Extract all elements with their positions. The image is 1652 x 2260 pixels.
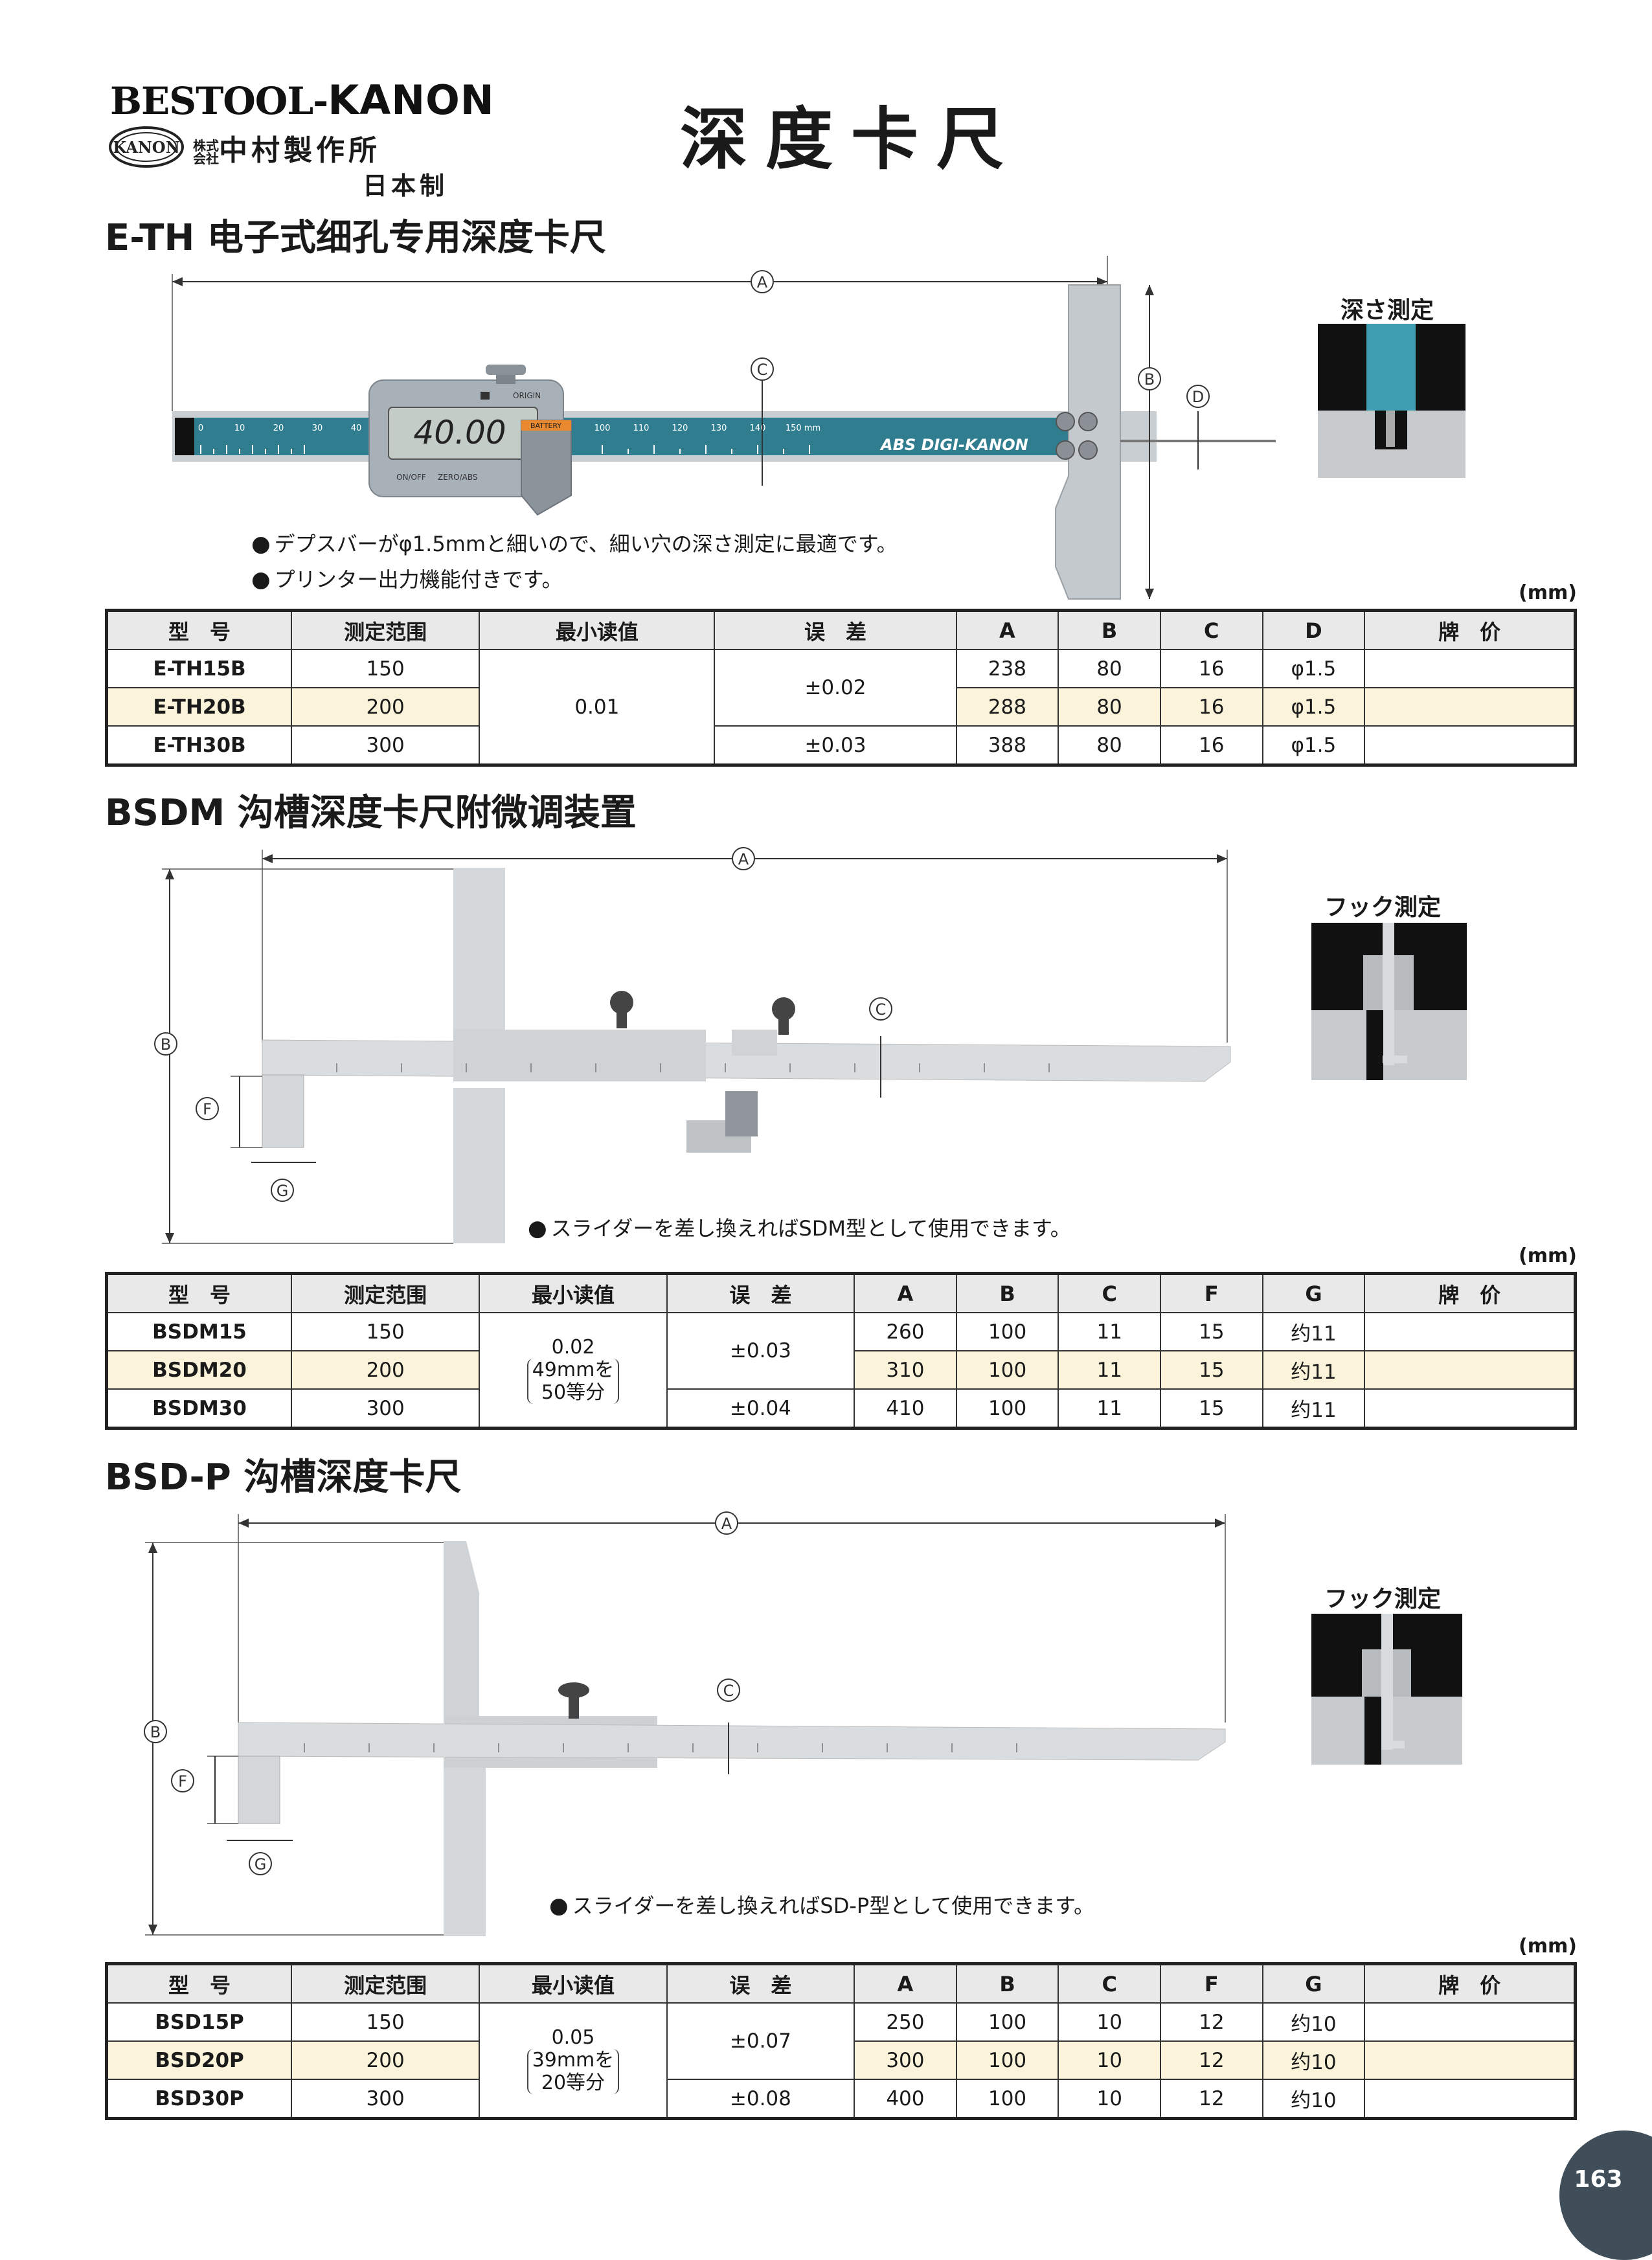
svg-text:A: A [738, 850, 749, 868]
svg-text:G: G [255, 1855, 267, 1873]
bsdm-error-1: ±0.03 [666, 1312, 855, 1390]
section-title-bsdp: BSD-P 沟槽深度卡尺 [105, 1456, 462, 1498]
eth-photo-label: 深さ測定 [1341, 297, 1434, 324]
dim-d-label: D [1192, 388, 1204, 406]
bsdm-caliper-drawing: A C B F G [154, 847, 1231, 1244]
svg-text:B: B [161, 1035, 171, 1054]
brand-kanon: KANON [328, 76, 495, 124]
kanon-emblem-icon: KANON [109, 126, 184, 168]
svg-text:B: B [150, 1723, 161, 1741]
page-number-badge [1559, 2130, 1652, 2260]
svg-text:A: A [721, 1515, 732, 1533]
eth-min-reading: 0.01 [479, 649, 716, 766]
bsdp-hook-photo [1311, 1614, 1462, 1765]
svg-text:C: C [723, 1682, 734, 1700]
bsdp-caliper-drawing: A C B F G [144, 1511, 1226, 1936]
bsdp-error-2: ±0.08 [666, 2079, 855, 2119]
gauge-display-value: 40.00 [413, 414, 506, 451]
dim-c-label: C [757, 361, 768, 379]
bsdp-error-1: ±0.07 [666, 2002, 855, 2080]
bsdp-note-1: ●スライダーを差し換えればSD-P型として使用できます。 [549, 1893, 1095, 1919]
svg-text:10: 10 [234, 424, 245, 433]
brand-bestool: BESTOOL- [110, 79, 328, 123]
emblem-text: KANON [113, 138, 179, 157]
svg-text:G: G [277, 1182, 289, 1200]
svg-text:110: 110 [633, 424, 650, 433]
svg-text:F: F [178, 1772, 187, 1791]
dim-b-label: B [1144, 370, 1155, 389]
company-name-text: 中村製作所 [219, 134, 381, 167]
bsdm-note-1: ●スライダーを差し換えればSDM型として使用できます。 [528, 1215, 1071, 1241]
eth-caliper-drawing: A 0 10 20 30 40 100 110 120 130 140 150 … [172, 256, 1276, 600]
svg-text:0: 0 [198, 424, 203, 433]
svg-text:150 mm: 150 mm [786, 424, 820, 433]
bsdp-unit: (mm) [1519, 1935, 1577, 1958]
brand-logo: BESTOOL-KANON [110, 76, 495, 124]
eth-note-1: ●デプスバーがφ1.5mmと細いので、細い穴の深さ測定に最適です。 [251, 531, 898, 557]
svg-text:ZERO/ABS: ZERO/ABS [438, 473, 477, 482]
page-number: 163 [1574, 2166, 1623, 2193]
section-title-eth: E-TH 电子式细孔专用深度卡尺 [105, 217, 606, 259]
svg-text:C: C [876, 1000, 887, 1019]
made-in-japan: 日本制 [363, 172, 449, 200]
svg-text:BATTERY: BATTERY [530, 422, 561, 430]
svg-text:ORIGIN: ORIGIN [513, 391, 541, 400]
svg-text:130: 130 [711, 424, 727, 433]
company-name: 株式 会社中村製作所 [193, 127, 381, 168]
page-title: 深度卡尺 [680, 100, 1023, 179]
bsdp-photo-label: フック測定 [1324, 1586, 1442, 1612]
bsdm-photo-label: フック測定 [1324, 894, 1442, 921]
eth-note-2: ●プリンター出力機能付きです。 [251, 567, 563, 593]
svg-text:ON/OFF: ON/OFF [396, 473, 426, 482]
bsdm-hook-photo [1311, 923, 1467, 1080]
dim-a-label: A [757, 273, 768, 291]
section-title-bsdm: BSDM 沟槽深度卡尺附微调装置 [105, 792, 637, 834]
eth-depth-photo [1318, 324, 1465, 478]
eth-error-1: ±0.02 [714, 649, 957, 727]
eth-brand-label: ABS DIGI-KANON [879, 436, 1028, 454]
eth-error-2: ±0.03 [714, 725, 957, 766]
svg-text:30: 30 [312, 424, 323, 433]
svg-text:20: 20 [273, 424, 284, 433]
svg-text:140: 140 [750, 424, 766, 433]
bsdm-unit: (mm) [1519, 1245, 1577, 1267]
eth-unit: (mm) [1519, 582, 1577, 604]
svg-text:120: 120 [672, 424, 688, 433]
svg-text:100: 100 [594, 424, 611, 433]
svg-text:F: F [203, 1100, 212, 1118]
bsdm-error-2: ±0.04 [666, 1388, 855, 1429]
svg-text:40: 40 [351, 424, 362, 433]
company-type: 株式 会社 [193, 138, 219, 166]
